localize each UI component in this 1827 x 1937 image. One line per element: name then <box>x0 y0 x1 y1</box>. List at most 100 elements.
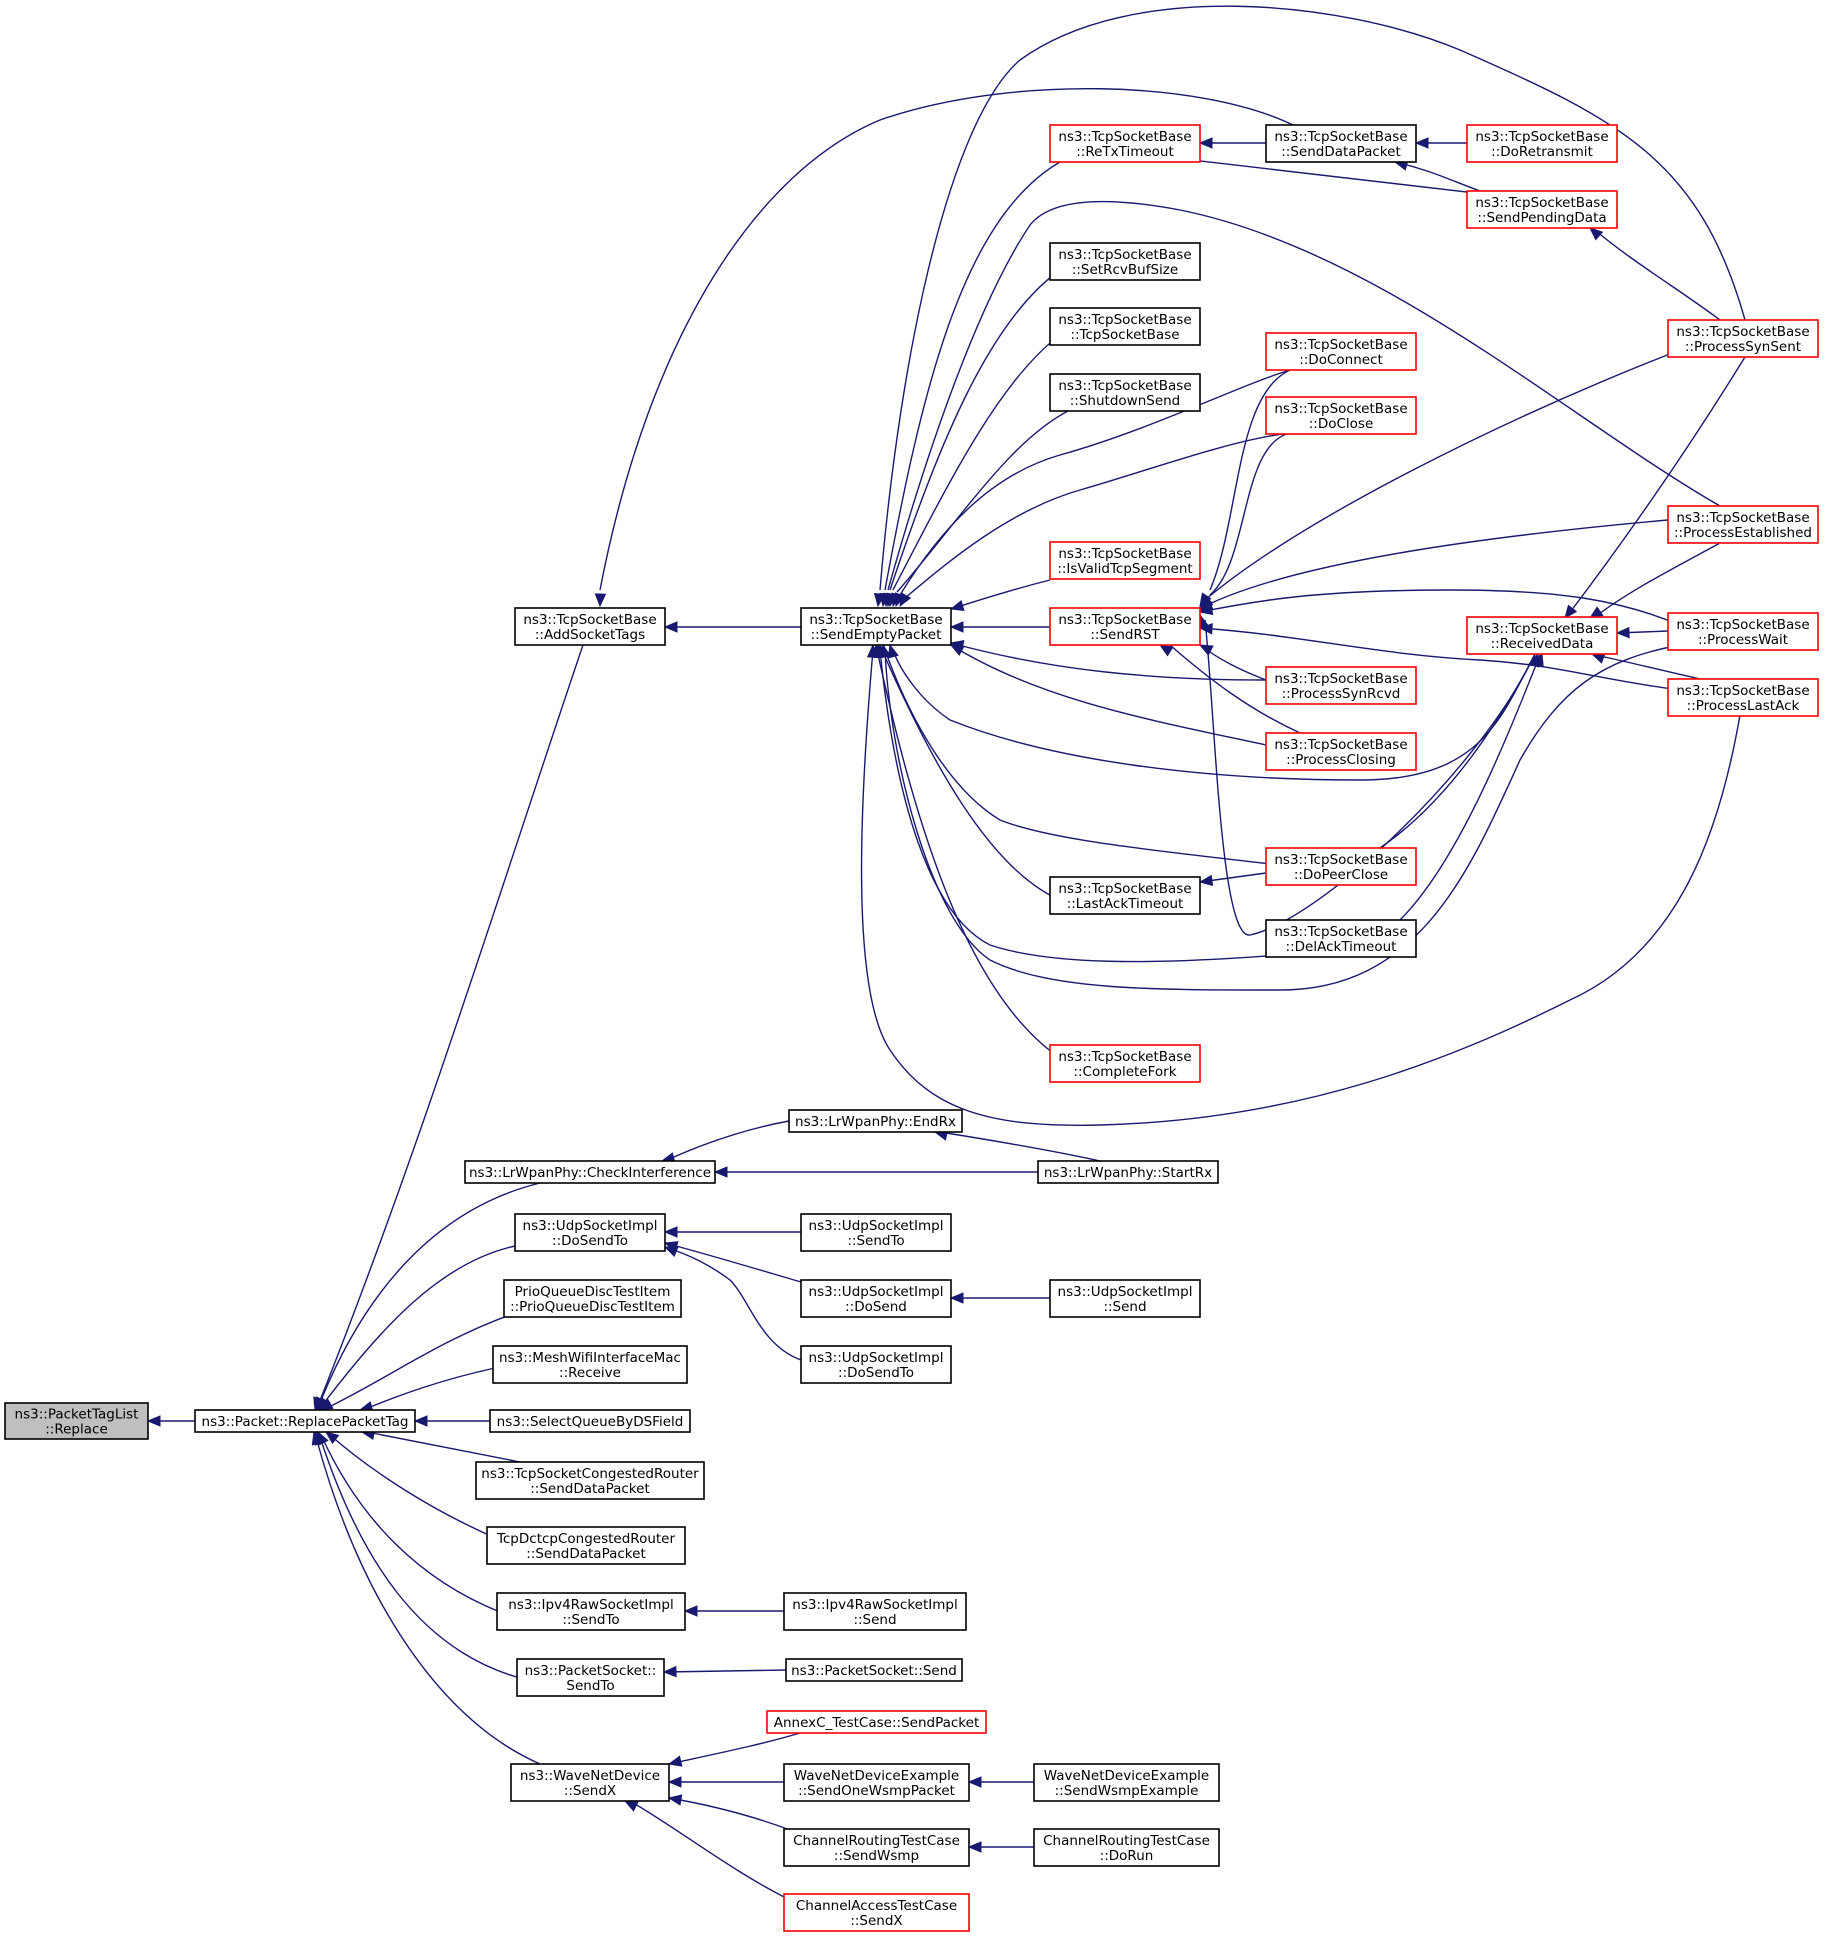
arrow-head <box>949 1292 964 1304</box>
node-send-data-packet[interactable]: ns3::TcpSocketBase::SendDataPacket <box>1265 124 1417 163</box>
node-label-line: ns3::TcpSocketBase <box>1058 546 1191 562</box>
node-root[interactable]: ns3::PacketTagList::Replace <box>4 1402 149 1440</box>
node-prio-queue[interactable]: PrioQueueDiscTestItem::PrioQueueDiscTest… <box>503 1279 682 1318</box>
node-channel-routing-run[interactable]: ChannelRoutingTestCase::DoRun <box>1033 1828 1220 1867</box>
node-complete-fork[interactable]: ns3::TcpSocketBase::CompleteFork <box>1049 1044 1201 1083</box>
node-select-queue[interactable]: ns3::SelectQueueByDSField <box>489 1409 691 1433</box>
arrow-head <box>663 1226 678 1238</box>
edge-line <box>1169 644 1301 734</box>
edge-line <box>1379 654 1536 849</box>
node-replace-tag[interactable]: ns3::Packet::ReplacePacketTag <box>194 1409 416 1433</box>
node-box <box>1049 124 1201 163</box>
node-received-data[interactable]: ns3::TcpSocketBase::ReceivedData <box>1466 616 1618 655</box>
node-check-interference[interactable]: ns3::LrWpanPhy::CheckInterference <box>464 1160 716 1184</box>
edge-line <box>599 87 1294 591</box>
node-udp-send[interactable]: ns3::UdpSocketImpl::Send <box>1049 1279 1201 1318</box>
edge-tcp_ctor-to-send_empty <box>886 334 1061 608</box>
node-send-empty[interactable]: ns3::TcpSocketBase::SendEmptyPacket <box>800 607 952 646</box>
node-wave-one-wsmp[interactable]: WaveNetDeviceExample::SendOneWsmpPacket <box>783 1763 970 1802</box>
node-label-line: ns3::TcpSocketBase <box>1676 617 1809 633</box>
arrow-head <box>1198 137 1213 149</box>
node-tcp-ctor[interactable]: ns3::TcpSocketBase::TcpSocketBase <box>1049 307 1201 346</box>
node-box <box>1667 505 1819 544</box>
node-do-peer-close[interactable]: ns3::TcpSocketBase::DoPeerClose <box>1265 847 1417 886</box>
arrow-head <box>967 1776 982 1788</box>
arrow-head <box>594 593 607 608</box>
node-packet-socket-send-to[interactable]: ns3::PacketSocket::SendTo <box>516 1658 665 1697</box>
node-tcp-dctcp[interactable]: TcpDctcpCongestedRouter::SendDataPacket <box>486 1526 686 1565</box>
node-label-line: ::Receive <box>559 1365 621 1381</box>
node-box <box>475 1461 705 1500</box>
node-channel-access[interactable]: ChannelAccessTestCase::SendX <box>783 1893 970 1932</box>
edge-annexc-to-wave_send_x <box>667 1732 801 1767</box>
node-label-line: ::SendDataPacket <box>1281 144 1401 160</box>
node-label-line: ns3::UdpSocketImpl <box>809 1218 944 1234</box>
arrow-head <box>683 1605 698 1617</box>
node-label-line: ns3::PacketSocket:: <box>525 1663 657 1679</box>
node-box <box>783 1763 970 1802</box>
edge-line <box>904 432 1291 599</box>
node-retx-timeout[interactable]: ns3::TcpSocketBase::ReTxTimeout <box>1049 124 1201 163</box>
node-do-close[interactable]: ns3::TcpSocketBase::DoClose <box>1265 396 1417 435</box>
node-add-socket-tags[interactable]: ns3::TcpSocketBase::AddSocketTags <box>514 607 666 646</box>
node-process-established[interactable]: ns3::TcpSocketBase::ProcessEstablished <box>1667 505 1819 544</box>
node-box <box>783 1893 970 1932</box>
node-label-line: ::DoSendTo <box>838 1365 914 1381</box>
node-udp-send-to[interactable]: ns3::UdpSocketImpl::SendTo <box>800 1213 952 1252</box>
node-send-rst[interactable]: ns3::TcpSocketBase::SendRST <box>1049 607 1201 646</box>
node-label-line: AnnexC_TestCase::SendPacket <box>774 1715 979 1731</box>
node-udp-do-send-to-2[interactable]: ns3::UdpSocketImpl::DoSendTo <box>800 1345 952 1384</box>
node-label-line: ::AddSocketTags <box>535 627 645 643</box>
node-label-line: ::SendTo <box>847 1233 904 1249</box>
node-label-line: ns3::TcpSocketBase <box>1274 671 1407 687</box>
edge-process_syn_sent-to-received_data <box>1564 356 1746 620</box>
edge-process_last_ack-to-received_data <box>1590 652 1701 680</box>
node-send-pending[interactable]: ns3::TcpSocketBase::SendPendingData <box>1466 190 1618 229</box>
node-tcp-congested[interactable]: ns3::TcpSocketCongestedRouter::SendDataP… <box>475 1461 705 1500</box>
edge-end_rx-to-check_interference <box>660 1120 790 1164</box>
edge-line <box>1209 369 1291 591</box>
node-wave-send-x[interactable]: ns3::WaveNetDevice::SendX <box>510 1763 670 1802</box>
node-process-wait[interactable]: ns3::TcpSocketBase::ProcessWait <box>1667 612 1819 651</box>
node-set-rcvbuf[interactable]: ns3::TcpSocketBase::SetRcvBufSize <box>1049 242 1201 281</box>
node-udp-do-send[interactable]: ns3::UdpSocketImpl::DoSend <box>800 1279 952 1318</box>
node-packet-socket-send[interactable]: ns3::PacketSocket::Send <box>785 1658 963 1682</box>
edge-received_data-to-send_empty <box>887 643 1536 781</box>
node-process-syn-rcvd[interactable]: ns3::TcpSocketBase::ProcessSynRcvd <box>1265 666 1417 705</box>
node-do-connect[interactable]: ns3::TcpSocketBase::DoConnect <box>1265 332 1417 371</box>
edge-start_rx-to-end_rx <box>933 1129 1101 1162</box>
node-process-last-ack[interactable]: ns3::TcpSocketBase::ProcessLastAck <box>1667 678 1819 717</box>
node-process-syn-sent[interactable]: ns3::TcpSocketBase::ProcessSynSent <box>1667 319 1819 358</box>
edge-send_pending-to-send_data_packet <box>1393 159 1481 192</box>
node-label-line: ::Send <box>1103 1299 1146 1315</box>
node-label-line: WaveNetDeviceExample <box>1044 1768 1210 1784</box>
node-label-line: ::ProcessSynRcvd <box>1282 686 1401 702</box>
node-del-ack-timeout[interactable]: ns3::TcpSocketBase::DelAckTimeout <box>1265 919 1417 958</box>
node-wave-wsmp-example[interactable]: WaveNetDeviceExample::SendWsmpExample <box>1033 1763 1220 1802</box>
node-last-ack-timeout[interactable]: ns3::TcpSocketBase::LastAckTimeout <box>1049 876 1201 915</box>
node-channel-routing-wsmp[interactable]: ChannelRoutingTestCase::SendWsmp <box>783 1828 970 1867</box>
edge-line <box>366 1431 521 1463</box>
node-mesh-receive[interactable]: ns3::MeshWifiInterfaceMac::Receive <box>492 1345 688 1384</box>
node-process-closing[interactable]: ns3::TcpSocketBase::ProcessClosing <box>1265 732 1417 771</box>
node-label-line: ns3::LrWpanPhy::CheckInterference <box>469 1165 711 1181</box>
node-annexc[interactable]: AnnexC_TestCase::SendPacket <box>766 1710 987 1734</box>
node-udp-do-send-to[interactable]: ns3::UdpSocketImpl::DoSendTo <box>514 1213 666 1252</box>
arrow-head <box>882 592 894 608</box>
edge-line <box>668 1732 801 1765</box>
node-box <box>783 1592 967 1631</box>
node-ipv4-raw-send[interactable]: ns3::Ipv4RawSocketImpl::Send <box>783 1592 967 1631</box>
node-is-valid-seg[interactable]: ns3::TcpSocketBase::IsValidTcpSegment <box>1049 541 1201 580</box>
node-box <box>1049 541 1201 580</box>
node-shutdown-send[interactable]: ns3::TcpSocketBase::ShutdownSend <box>1049 373 1201 412</box>
node-end-rx[interactable]: ns3::LrWpanPhy::EndRx <box>788 1109 963 1133</box>
edge-line <box>664 1120 790 1162</box>
node-start-rx[interactable]: ns3::LrWpanPhy::StartRx <box>1037 1160 1219 1184</box>
edge-line <box>1199 627 1681 691</box>
node-ipv4-raw-send-to[interactable]: ns3::Ipv4RawSocketImpl::SendTo <box>496 1592 686 1631</box>
arrow-head <box>713 1166 728 1178</box>
edge-channel_routing_run-to-channel_routing_wsmp <box>967 1841 1034 1853</box>
edge-del_ack_timeout-to-received_data <box>1399 652 1544 921</box>
node-do-retransmit[interactable]: ns3::TcpSocketBase::DoRetransmit <box>1466 124 1618 163</box>
edge-udp_send_to-to-udp_do_send_to <box>663 1226 801 1238</box>
